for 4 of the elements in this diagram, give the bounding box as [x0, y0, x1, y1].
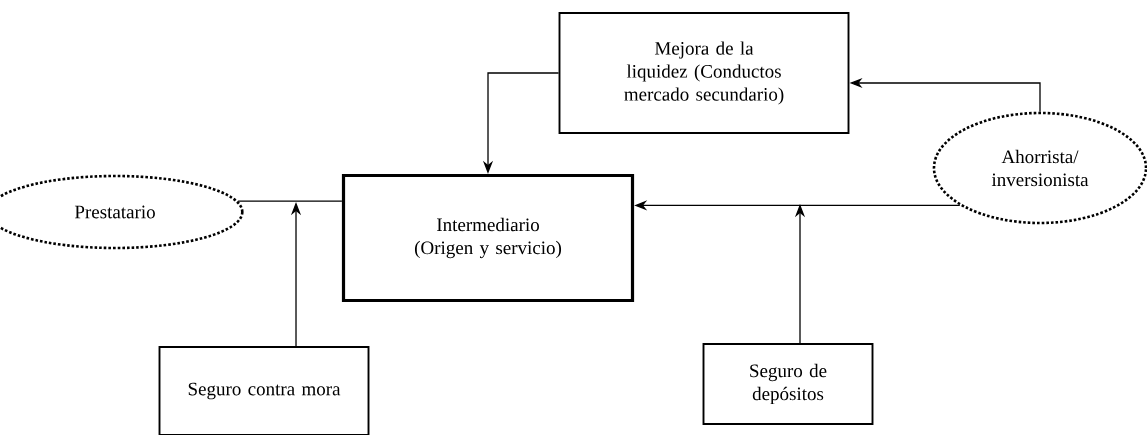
process-box: Seguro de depósitos	[702, 343, 874, 425]
process-box: Intermediario (Origen y servicio)	[341, 173, 635, 303]
process-box: Seguro contra mora	[158, 346, 370, 435]
process-box: Mejora de la liquidez (Conductos mercado secundario)	[558, 12, 850, 134]
